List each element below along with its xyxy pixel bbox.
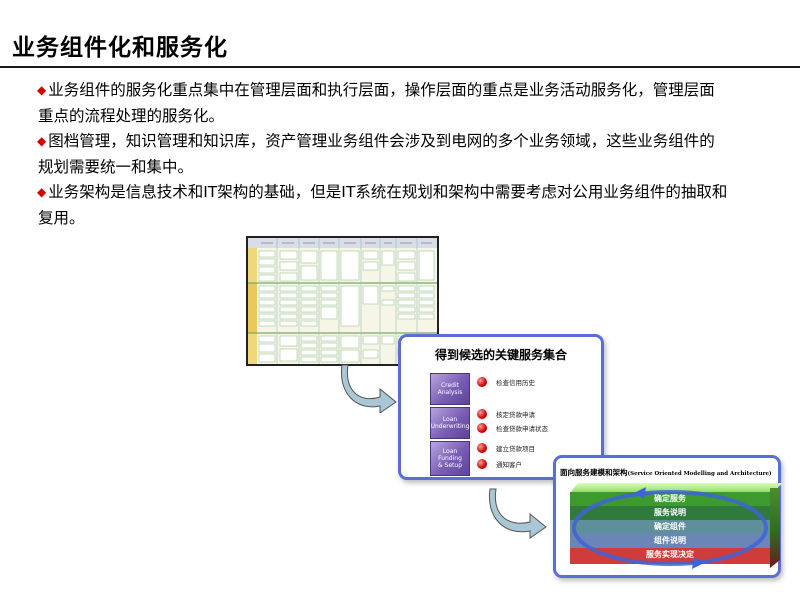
- bullet-text: 业务组件的服务化重点集中在管理层面和执行层面，操作层面的重点是业务活动服务化，管…: [38, 81, 715, 125]
- bullet-item: ◆业务组件的服务化重点集中在管理层面和执行层面，操作层面的重点是业务活动服务化，…: [37, 78, 728, 129]
- service-item: 建立贷款项目: [477, 442, 535, 454]
- service-item: 检查贷款申请状态: [477, 422, 548, 434]
- diamond-bullet-icon: ◆: [37, 185, 47, 199]
- layer-component-spec: 组件说明: [570, 534, 770, 548]
- layer-identify-component: 确定组件: [570, 520, 770, 534]
- red-ball-icon: [477, 443, 487, 453]
- service-item: 检查信用历史: [477, 376, 535, 388]
- component-table-image: [246, 236, 439, 366]
- soma-title: 面向服务建模和架构(Service Oriented Modelling and…: [560, 468, 772, 477]
- slide-title: 业务组件化和服务化: [12, 35, 228, 61]
- title-divider: [0, 66, 800, 68]
- bullet-text: 业务架构是信息技术和IT架构的基础，但是IT系统在规划和架构中需要考虑对公用业务…: [38, 183, 728, 227]
- diamond-bullet-icon: ◆: [37, 83, 47, 97]
- red-ball-icon: [477, 377, 487, 387]
- bullet-item: ◆图档管理，知识管理和知识库，资产管理业务组件会涉及到电网的多个业务领域，这些业…: [37, 129, 728, 180]
- cycle-arrow-icon: [572, 487, 768, 569]
- layer-stack-top: [570, 483, 784, 493]
- service-item: 核定贷款申请: [477, 408, 535, 420]
- layer-stack-side: [770, 488, 780, 568]
- red-ball-icon: [477, 423, 487, 433]
- curved-arrow-icon: [488, 488, 547, 539]
- bullet-item: ◆业务架构是信息技术和IT架构的基础，但是IT系统在规划和架构中需要考虑对公用业…: [37, 180, 728, 231]
- curved-arrow-icon: [340, 364, 397, 413]
- bullet-text: 图档管理，知识管理和知识库，资产管理业务组件会涉及到电网的多个业务领域，这些业务…: [38, 132, 715, 176]
- layer-service-spec: 服务说明: [570, 506, 770, 520]
- red-ball-icon: [477, 459, 487, 469]
- key-services-title: 得到候选的关键服务集合: [434, 348, 567, 362]
- bullet-list: ◆业务组件的服务化重点集中在管理层面和执行层面，操作层面的重点是业务活动服务化，…: [37, 78, 728, 231]
- service-item: 通知客户: [477, 458, 522, 470]
- red-ball-icon: [477, 409, 487, 419]
- component-table-grid: [248, 238, 437, 364]
- soma-card: 面向服务建模和架构(Service Oriented Modelling and…: [553, 455, 784, 578]
- diamond-bullet-icon: ◆: [37, 134, 47, 148]
